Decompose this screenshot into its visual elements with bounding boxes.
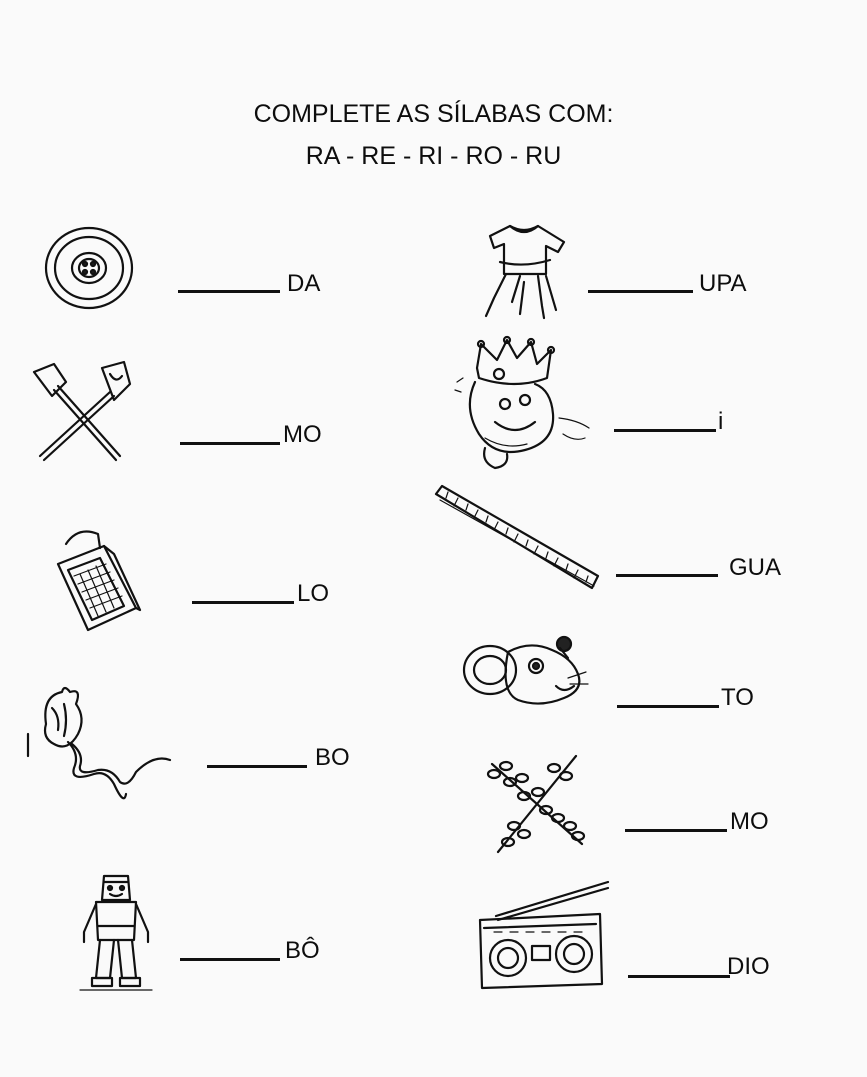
king-icon	[454, 335, 591, 470]
instruction-title: COMPLETE AS SÍLABAS COM:	[253, 100, 614, 128]
answer-blank[interactable]	[207, 765, 307, 768]
syllable-options: RA - RE - RI - RO - RU	[305, 142, 562, 170]
answer-blank[interactable]	[178, 290, 280, 293]
answer-blank[interactable]	[617, 705, 719, 708]
clothes-icon	[480, 222, 576, 320]
bundle-icon	[24, 684, 172, 810]
syllable-ending: GUA	[729, 554, 782, 581]
radio-icon	[476, 880, 612, 992]
oars-icon	[24, 360, 136, 466]
mouse-icon	[460, 628, 592, 714]
syllable-ending: BO	[315, 744, 350, 771]
answer-blank[interactable]	[616, 574, 718, 577]
branch-icon	[484, 752, 590, 856]
answer-blank[interactable]	[614, 429, 716, 432]
syllable-ending: BÔ	[285, 937, 320, 964]
syllable-ending: DA	[287, 270, 321, 297]
answer-blank[interactable]	[180, 958, 280, 961]
grater-icon	[52, 524, 142, 636]
syllable-ending: MO	[730, 808, 769, 835]
robot-icon	[70, 870, 160, 996]
syllable-ending: i	[718, 408, 724, 435]
syllable-ending: DIO	[727, 953, 770, 980]
wheel-icon	[44, 226, 134, 310]
answer-blank[interactable]	[588, 290, 693, 293]
answer-blank[interactable]	[192, 601, 294, 604]
syllable-ending: TO	[721, 684, 754, 711]
syllable-ending: MO	[283, 421, 322, 448]
syllable-ending: LO	[297, 580, 330, 607]
syllable-ending: UPA	[699, 270, 747, 297]
answer-blank[interactable]	[625, 829, 727, 832]
answer-blank[interactable]	[628, 975, 730, 978]
ruler-icon	[434, 484, 600, 594]
answer-blank[interactable]	[180, 442, 280, 445]
